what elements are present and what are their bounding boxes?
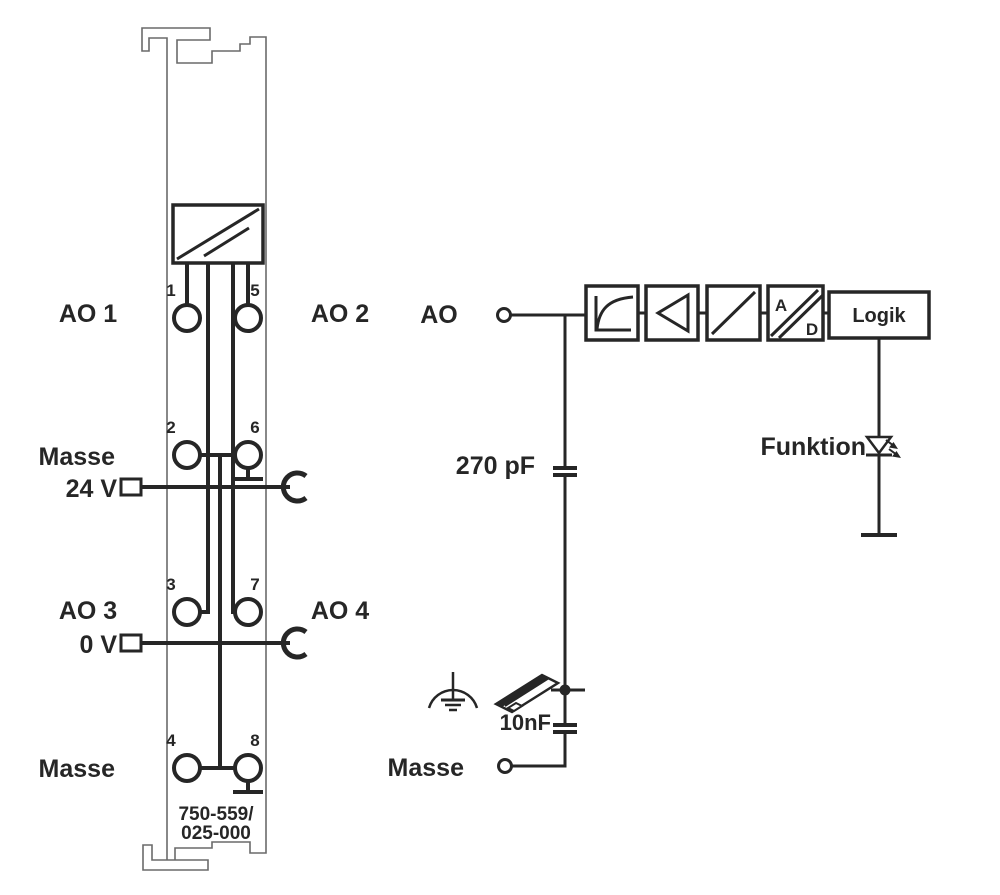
terminal-number-2: 2: [166, 418, 175, 437]
filter-axes-icon: [594, 296, 631, 332]
label-masse-bottom: Masse: [39, 755, 116, 783]
ad-diagonal2-icon: [777, 293, 825, 340]
dac-diagonal-icon: [176, 207, 260, 261]
function-blocks: A D Logik: [584, 284, 931, 342]
logic-label: Logik: [852, 305, 906, 327]
din-rail-icon: [493, 673, 561, 714]
module-outline: [141, 27, 267, 871]
ad-diagonal1-icon: [769, 288, 820, 338]
label-270pf: 270 pF: [456, 452, 535, 480]
amplifier-triangle-icon: [655, 292, 690, 334]
label-10nf: 10nF: [500, 710, 551, 735]
led-triangle-icon: [864, 435, 894, 456]
ad-letter-a: A: [775, 296, 787, 315]
terminal-7: [233, 597, 263, 627]
part-number-line1: 750-559/: [178, 804, 254, 825]
io-module: 1 5 2 6 3 7 4 8 AO 1 AO 2 Masse 24 V AO …: [39, 27, 369, 871]
terminal-number-3: 3: [166, 575, 175, 594]
label-ao-input: AO: [420, 301, 458, 329]
label-ao3: AO 3: [59, 597, 117, 625]
label-masse-top: Masse: [39, 443, 116, 471]
filter-branch: [512, 315, 585, 768]
isolation-diagonal-icon: [710, 290, 757, 336]
module-internal-wires: [185, 263, 263, 794]
label-ao4: AO 4: [311, 597, 369, 625]
ao-terminal-icon: [496, 307, 512, 323]
terminal-5: [233, 303, 263, 333]
terminal-2: [172, 440, 202, 470]
label-masse-schematic: Masse: [388, 754, 465, 782]
power-feed-24v-icon: [119, 477, 143, 497]
terminal-number-8: 8: [250, 731, 259, 750]
functional-earth-icon: [427, 672, 479, 712]
terminal-number-7: 7: [250, 575, 259, 594]
power-rail-24v: [119, 470, 308, 504]
filter-curve-icon: [595, 295, 634, 330]
power-rail-0v: [119, 626, 308, 660]
terminal-number-4: 4: [166, 731, 176, 750]
label-ao2: AO 2: [311, 300, 369, 328]
schematic: AO 270 pF 10nF: [388, 284, 931, 782]
function-led-branch: Funktion: [760, 338, 901, 537]
masse-terminal-icon: [497, 758, 513, 774]
terminal-number-5: 5: [250, 281, 259, 300]
ad-letter-d: D: [806, 320, 818, 339]
label-ao1: AO 1: [59, 300, 117, 328]
label-funktion: Funktion: [760, 433, 866, 461]
label-0v: 0 V: [79, 631, 117, 659]
label-24v: 24 V: [66, 475, 118, 503]
terminal-8: [233, 753, 263, 783]
power-feed-0v-icon: [119, 633, 143, 653]
filter-block: [584, 284, 640, 342]
terminal-1: [172, 303, 202, 333]
part-number-line2: 025-000: [181, 823, 251, 844]
dac-diagonal2-icon: [203, 226, 250, 258]
terminal-number-1: 1: [166, 281, 175, 300]
terminal-4: [172, 753, 202, 783]
power-jumper-contact2-icon: [280, 626, 308, 660]
terminal-3: [172, 597, 202, 627]
terminal-number-6: 6: [250, 418, 259, 437]
led-light-arrows-icon: [885, 439, 901, 458]
power-jumper-contact-icon: [280, 470, 308, 504]
terminal-6: [233, 440, 263, 470]
